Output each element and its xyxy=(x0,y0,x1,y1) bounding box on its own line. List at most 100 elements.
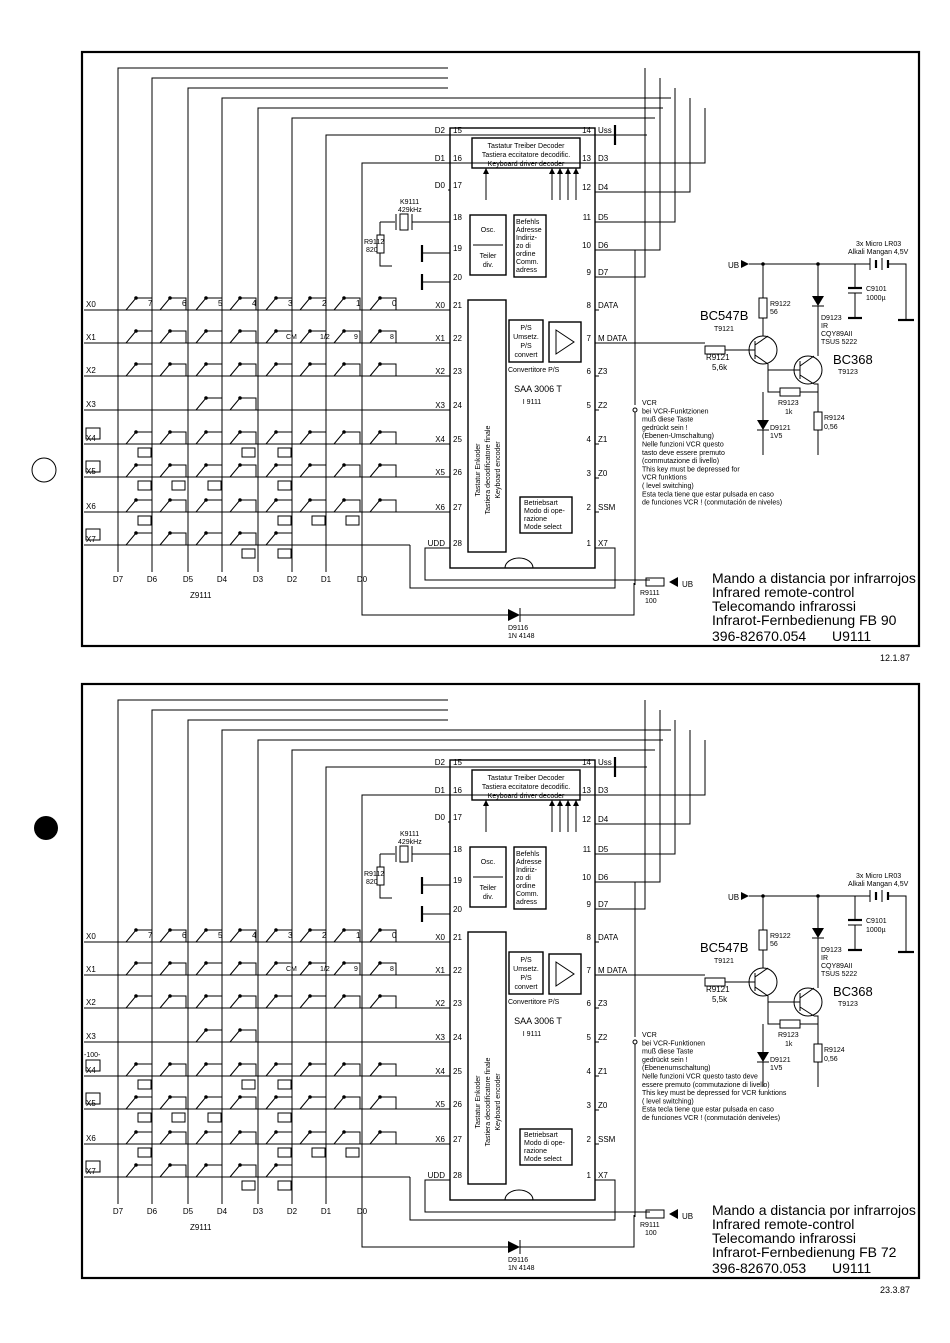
key-wire xyxy=(240,1063,257,1076)
pin-number: 21 xyxy=(453,933,462,942)
key-wire xyxy=(206,1096,223,1109)
key-wire xyxy=(136,499,153,512)
d9116-ref: D9116 xyxy=(508,625,528,632)
key-wire xyxy=(380,330,397,343)
ic-ref: I 9111 xyxy=(523,399,542,406)
pin-number: 15 xyxy=(453,126,462,135)
key-switch xyxy=(333,464,345,478)
pin-number: 13 xyxy=(582,154,591,163)
key-wire xyxy=(170,962,187,975)
key-switch xyxy=(333,1063,345,1077)
key-wire xyxy=(206,464,223,477)
bc547b-label: BC547B xyxy=(700,940,748,955)
key-switch xyxy=(159,995,171,1009)
encoder-box xyxy=(467,299,507,553)
key-switch xyxy=(195,532,207,546)
key-wire xyxy=(276,532,293,545)
key-switch xyxy=(125,1164,137,1178)
column-return xyxy=(599,78,661,251)
key-switch xyxy=(159,929,171,943)
pin-name: D4 xyxy=(598,183,609,192)
pin-name: UDD xyxy=(428,1171,446,1180)
arrow-head xyxy=(549,168,555,174)
key-switch xyxy=(195,1096,207,1110)
d9123-alt: TSUS 5222 xyxy=(821,339,857,346)
pin-name: X5 xyxy=(435,1100,445,1109)
key-switch xyxy=(333,929,345,943)
key-icon xyxy=(137,1147,152,1158)
ir-led-d9123 xyxy=(812,296,824,306)
diode-d9121 xyxy=(757,420,769,430)
key-switch xyxy=(299,363,311,377)
key-wire xyxy=(380,499,397,512)
ps-text: convert xyxy=(515,352,538,359)
resistor-r9111 xyxy=(645,1209,665,1219)
column-return xyxy=(599,720,676,855)
befehls-text: adress xyxy=(516,899,538,906)
wire xyxy=(754,967,769,978)
vcr-note: de funciones VCR ! (conmutación de nivel… xyxy=(642,500,782,507)
pin-name: D6 xyxy=(598,241,609,250)
key-wire xyxy=(276,995,293,1008)
key-wire xyxy=(170,499,187,512)
row-label: X1 xyxy=(86,333,96,342)
pin-name: DATA xyxy=(598,301,619,310)
arrow-head xyxy=(549,800,555,806)
ub-rail-arrow xyxy=(741,260,749,268)
key-digit-label: 3 xyxy=(288,299,293,308)
encoder-box xyxy=(467,931,507,1185)
key-wire xyxy=(170,330,187,343)
pin-name: Z1 xyxy=(598,435,608,444)
d9123-ir: IR xyxy=(821,955,828,962)
mode-select-box xyxy=(519,496,573,534)
extra-label: -100- xyxy=(84,1052,101,1059)
ub-rail-label: UB xyxy=(728,893,739,902)
pin-number: 6 xyxy=(587,367,592,376)
r9123-value: 1k xyxy=(785,409,793,416)
key-icon xyxy=(137,1112,152,1123)
key-wire xyxy=(380,995,397,1008)
key-wire xyxy=(380,431,397,444)
decoder-text: Tastatur Treiber Decoder xyxy=(487,775,565,782)
key-switch xyxy=(265,464,277,478)
ic-notch xyxy=(504,1189,534,1201)
key-wire xyxy=(170,1063,187,1076)
unit-ref: U9111 xyxy=(832,1260,871,1276)
pin-name: X5 xyxy=(435,468,445,477)
key-switch xyxy=(299,995,311,1009)
column-label: D4 xyxy=(217,1207,228,1216)
key-switch xyxy=(265,297,277,311)
ps-text: Umsetz. xyxy=(513,966,539,973)
vcr-note: bei VCR-Funktzionen xyxy=(642,408,709,415)
key-wire xyxy=(380,1063,397,1076)
key-wire xyxy=(344,499,361,512)
resistor-r9111 xyxy=(645,577,665,587)
pin-name: X3 xyxy=(435,401,445,410)
key-switch xyxy=(159,532,171,546)
befehls-text: zo di xyxy=(516,875,531,882)
row-label: X2 xyxy=(86,366,96,375)
key-icon xyxy=(137,515,152,526)
pin-name: X4 xyxy=(435,435,445,444)
decoder-text: Tastiera eccitatore decodific. xyxy=(482,784,570,791)
r9122-ref: R9122 xyxy=(770,933,791,940)
pin-name: D3 xyxy=(598,154,609,163)
ps-box xyxy=(508,951,544,995)
key-switch xyxy=(195,297,207,311)
key-wire xyxy=(276,464,293,477)
column-label: D3 xyxy=(253,1207,264,1216)
key-switch xyxy=(299,929,311,943)
pin-number: 12 xyxy=(582,815,591,824)
key-switch xyxy=(265,499,277,513)
key-switch xyxy=(229,1131,241,1145)
key-wire xyxy=(136,995,153,1008)
pin-number: 17 xyxy=(453,181,462,190)
title-en: Infrared remote-control xyxy=(712,1216,854,1232)
key-switch xyxy=(125,297,137,311)
key-icon xyxy=(345,515,360,526)
key-wire xyxy=(310,929,327,942)
column-feed xyxy=(221,729,671,924)
pin-number: 18 xyxy=(453,845,462,854)
title-de: Infrarot-Fernbedienung FB 90 xyxy=(712,612,897,628)
